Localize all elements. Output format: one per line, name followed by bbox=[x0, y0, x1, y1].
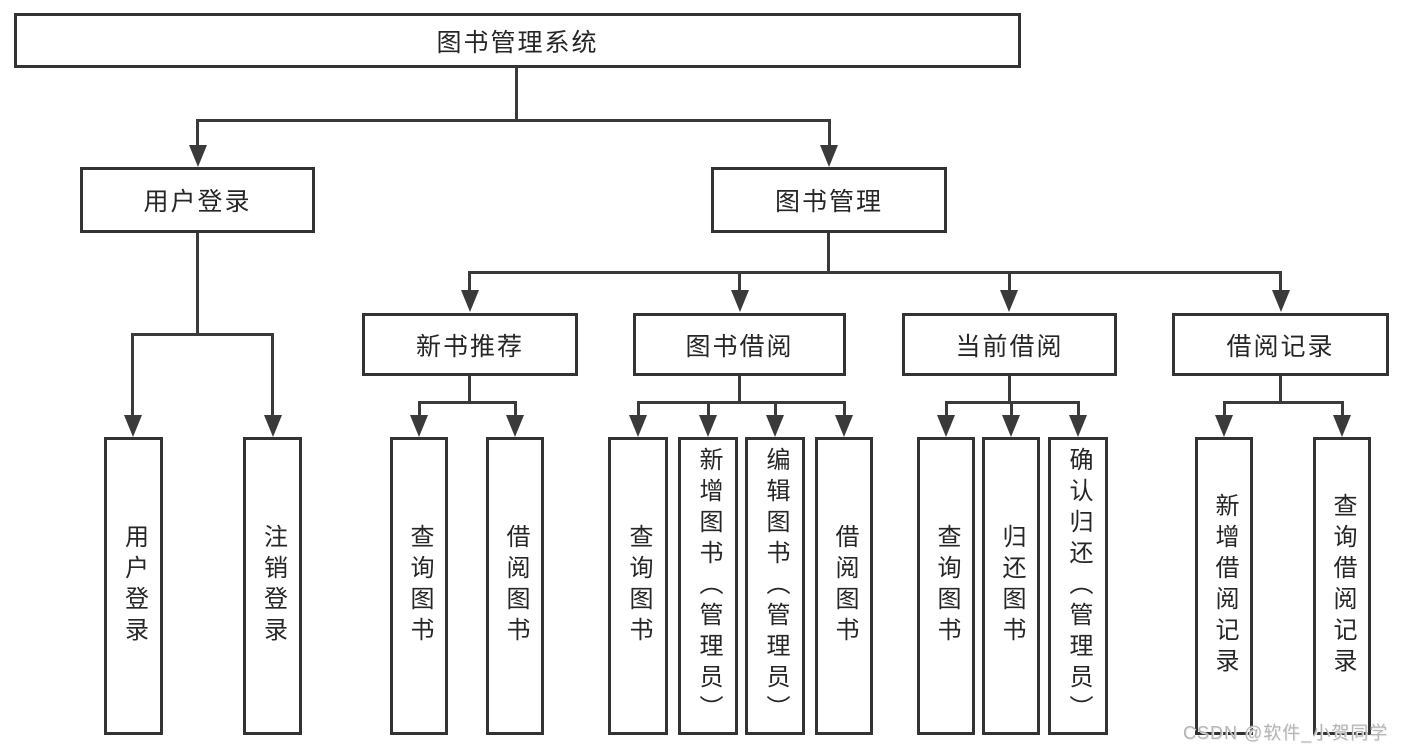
leaf-label: 编辑图书（管理员） bbox=[762, 446, 789, 726]
connector-line bbox=[1077, 401, 1080, 417]
connector-line bbox=[1008, 376, 1011, 403]
node-label: 借阅记录 bbox=[1226, 332, 1335, 361]
arrow-down-icon bbox=[461, 290, 479, 312]
connector-line bbox=[196, 119, 831, 122]
node-borrowing-records: 借阅记录 bbox=[1172, 313, 1389, 376]
arrow-down-icon bbox=[410, 415, 428, 437]
connector-line bbox=[707, 401, 710, 417]
leaf-label: 归还图书 bbox=[998, 524, 1025, 648]
connector-line bbox=[468, 271, 1282, 274]
connector-line bbox=[271, 333, 274, 417]
connector-line bbox=[738, 271, 741, 292]
leaf-label: 查询借阅记录 bbox=[1329, 493, 1356, 679]
connector-line bbox=[196, 232, 199, 336]
connector-line bbox=[131, 333, 134, 417]
leaf-return-books: 归还图书 bbox=[982, 437, 1040, 735]
arrow-down-icon bbox=[1333, 415, 1351, 437]
connector-line bbox=[637, 401, 845, 404]
connector-line bbox=[1010, 401, 1013, 417]
node-label: 用户登录 bbox=[143, 188, 252, 216]
node-user-login: 用户登录 bbox=[80, 167, 315, 233]
connector-line bbox=[418, 401, 517, 404]
leaf-query-books-borrowing: 查询图书 bbox=[608, 437, 668, 735]
arrow-down-icon bbox=[1002, 415, 1020, 437]
node-label: 新书推荐 bbox=[415, 332, 524, 361]
connector-line bbox=[828, 119, 831, 147]
leaf-borrow-books-recommend: 借阅图书 bbox=[486, 437, 544, 735]
node-label: 图书管理 bbox=[774, 188, 883, 216]
arrow-down-icon bbox=[189, 145, 207, 167]
connector-line bbox=[131, 333, 274, 336]
node-label: 当前借阅 bbox=[955, 332, 1064, 361]
connector-line bbox=[637, 401, 640, 417]
connector-line bbox=[1341, 401, 1344, 417]
leaf-label: 新增借阅记录 bbox=[1211, 493, 1238, 679]
leaf-edit-books-admin: 编辑图书（管理员） bbox=[745, 437, 805, 735]
connector-line bbox=[1008, 271, 1011, 292]
arrow-down-icon bbox=[1000, 290, 1018, 312]
leaf-query-borrow-record: 查询借阅记录 bbox=[1313, 437, 1371, 735]
arrow-down-icon bbox=[1069, 415, 1087, 437]
connector-line bbox=[515, 68, 518, 122]
connector-line bbox=[945, 401, 948, 417]
connector-line bbox=[468, 271, 471, 292]
leaf-query-books-current: 查询图书 bbox=[917, 437, 975, 735]
leaf-logout: 注销登录 bbox=[243, 437, 302, 735]
connector-line bbox=[1279, 376, 1282, 403]
connector-line bbox=[774, 401, 777, 417]
node-current-borrowing: 当前借阅 bbox=[902, 313, 1117, 376]
connector-line bbox=[468, 376, 471, 403]
connector-line bbox=[1223, 401, 1344, 404]
connector-line bbox=[738, 376, 741, 403]
leaf-label: 注销登录 bbox=[259, 524, 287, 648]
leaf-user-login: 用户登录 bbox=[104, 437, 163, 735]
connector-line bbox=[843, 401, 846, 417]
leaf-confirm-return-admin: 确认归还（管理员） bbox=[1048, 437, 1108, 735]
leaf-add-books-admin: 新增图书（管理员） bbox=[678, 437, 738, 735]
leaf-label: 确认归还（管理员） bbox=[1065, 446, 1092, 726]
leaf-label: 借阅图书 bbox=[502, 524, 529, 648]
arrow-down-icon bbox=[699, 415, 717, 437]
arrow-down-icon bbox=[937, 415, 955, 437]
connector-line bbox=[514, 401, 517, 417]
csdn-watermark: CSDN @软件_小贺同学 bbox=[1183, 723, 1389, 743]
connector-line bbox=[196, 119, 199, 147]
leaf-query-books-recommend: 查询图书 bbox=[390, 437, 448, 735]
arrow-down-icon bbox=[124, 415, 142, 437]
connector-line bbox=[827, 232, 830, 273]
arrow-down-icon bbox=[1272, 290, 1290, 312]
connector-line bbox=[418, 401, 421, 417]
leaf-label: 用户登录 bbox=[120, 524, 148, 648]
arrow-down-icon bbox=[264, 415, 282, 437]
leaf-borrow-books-borrowing: 借阅图书 bbox=[815, 437, 873, 735]
arrow-down-icon bbox=[629, 415, 647, 437]
leaf-label: 查询图书 bbox=[625, 524, 652, 648]
leaf-label: 查询图书 bbox=[406, 524, 433, 648]
connector-line bbox=[1223, 401, 1226, 417]
node-book-borrowing: 图书借阅 bbox=[633, 313, 846, 376]
node-library-management-system: 图书管理系统 bbox=[14, 13, 1021, 68]
leaf-add-borrow-record: 新增借阅记录 bbox=[1195, 437, 1253, 735]
connector-line bbox=[1279, 271, 1282, 292]
leaf-label: 查询图书 bbox=[933, 524, 960, 648]
arrow-down-icon bbox=[820, 145, 838, 167]
arrow-down-icon bbox=[1215, 415, 1233, 437]
arrow-down-icon bbox=[731, 290, 749, 312]
leaf-label: 借阅图书 bbox=[831, 524, 858, 648]
node-book-management: 图书管理 bbox=[711, 167, 947, 233]
node-label: 图书管理系统 bbox=[436, 28, 599, 57]
arrow-down-icon bbox=[766, 415, 784, 437]
node-new-book-recommend: 新书推荐 bbox=[362, 313, 578, 376]
arrow-down-icon bbox=[506, 415, 524, 437]
node-label: 图书借阅 bbox=[685, 332, 794, 361]
leaf-label: 新增图书（管理员） bbox=[695, 446, 722, 726]
arrow-down-icon bbox=[835, 415, 853, 437]
